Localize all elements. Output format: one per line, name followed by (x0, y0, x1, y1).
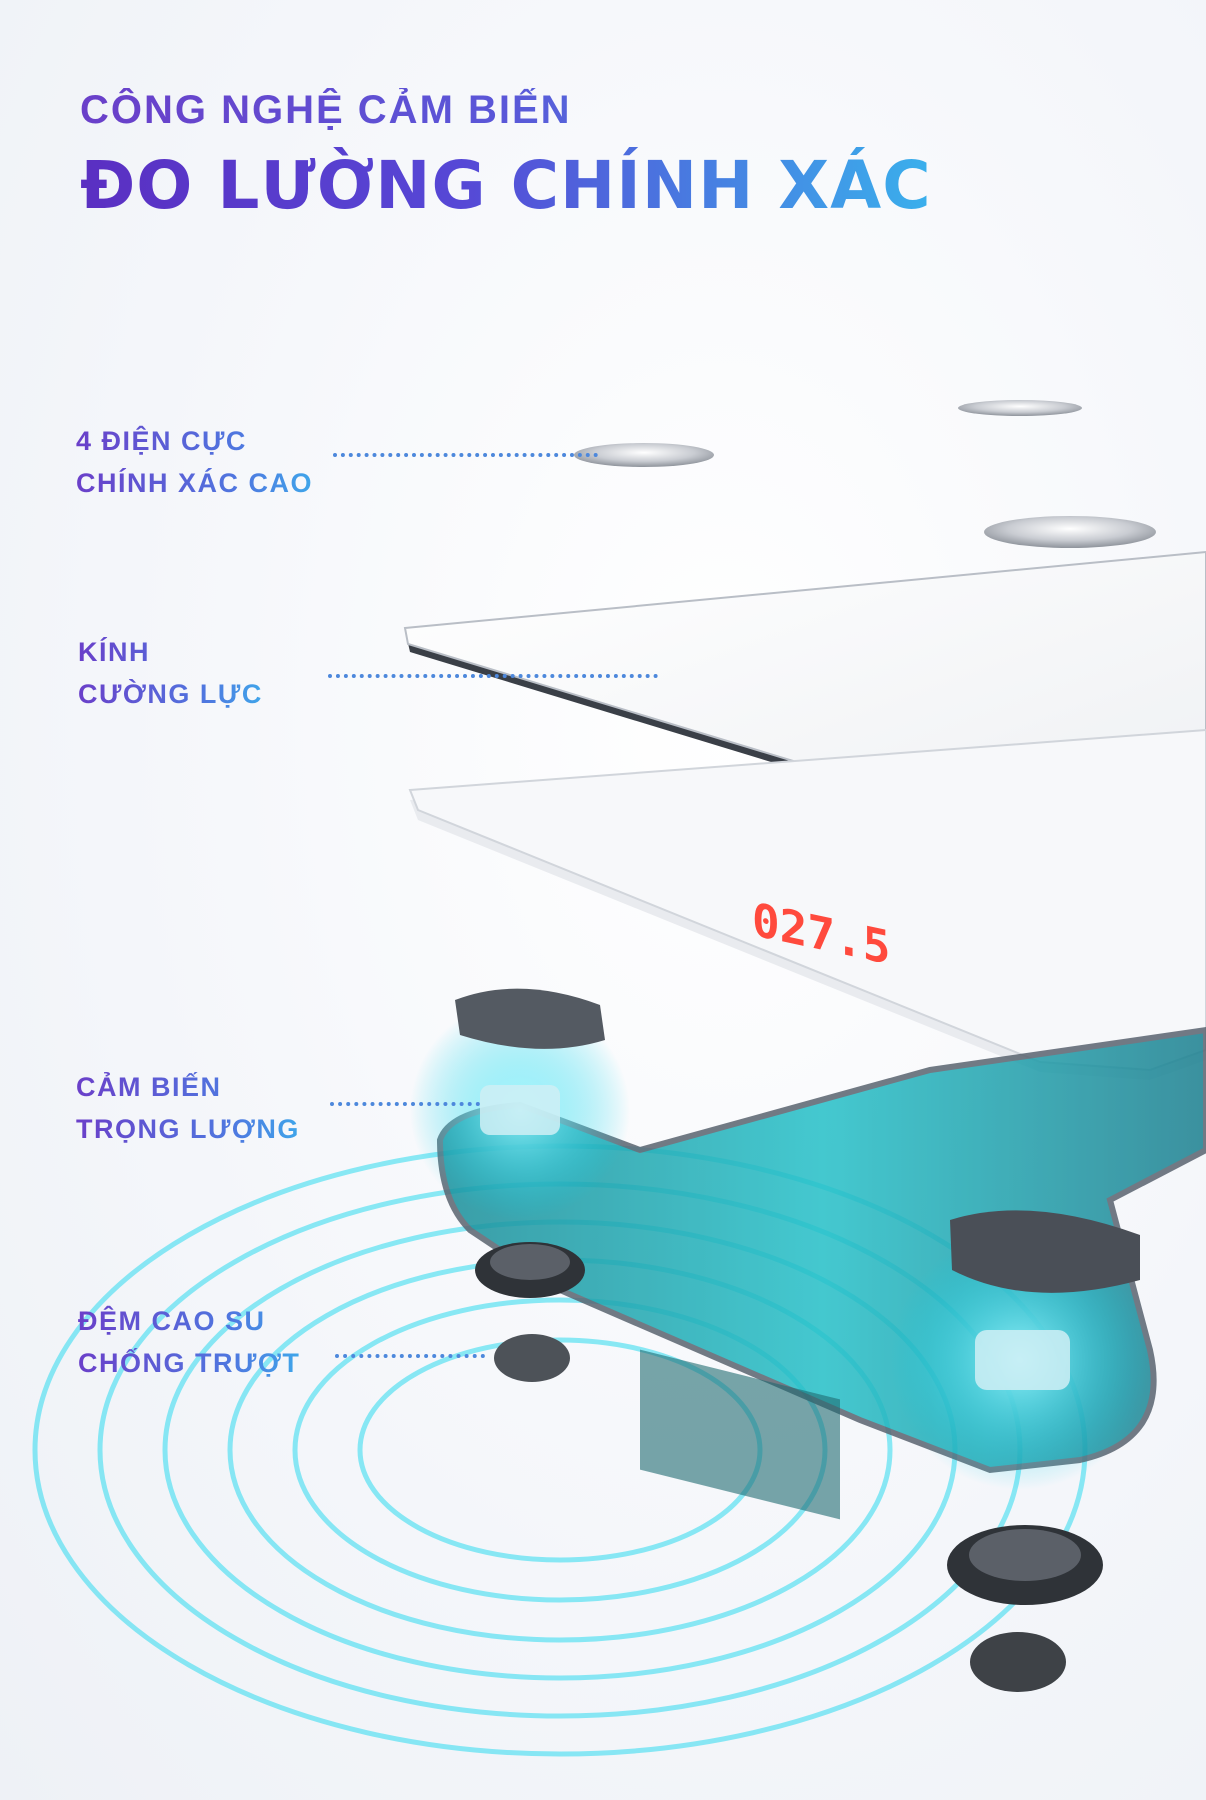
label-rubber-pads-line2: CHỐNG TRƯỢT (78, 1342, 300, 1384)
title: ĐO LƯỜNG CHÍNH XÁC (80, 147, 932, 224)
subtitle: CÔNG NGHỆ CẢM BIẾN (80, 88, 932, 133)
label-electrodes-line2: CHÍNH XÁC CAO (76, 462, 313, 504)
label-glass-line1: KÍNH (78, 631, 263, 673)
weight-sensors (410, 1000, 1150, 1490)
label-weight-sensor-line2: TRỌNG LƯỢNG (76, 1108, 300, 1150)
sensor-caps (455, 988, 1140, 1293)
label-electrodes: 4 ĐIỆN CỰC CHÍNH XÁC CAO (76, 420, 313, 504)
electrode-discs (574, 400, 1156, 548)
label-weight-sensor: CẢM BIẾN TRỌNG LƯỢNG (76, 1066, 300, 1150)
connector-rubber-pads (335, 1354, 485, 1358)
connector-glass (328, 674, 658, 678)
label-rubber-pads: ĐỆM CAO SU CHỐNG TRƯỢT (78, 1300, 300, 1384)
rubber-feet (475, 1242, 1103, 1692)
label-electrodes-line1: 4 ĐIỆN CỰC (76, 420, 313, 462)
label-glass-line2: CƯỜNG LỰC (78, 673, 263, 715)
label-weight-sensor-line1: CẢM BIẾN (76, 1066, 300, 1108)
label-rubber-pads-line1: ĐỆM CAO SU (78, 1300, 300, 1342)
label-glass: KÍNH CƯỜNG LỰC (78, 631, 263, 715)
hero-heading: CÔNG NGHỆ CẢM BIẾN ĐO LƯỜNG CHÍNH XÁC (80, 88, 932, 224)
connector-weight-sensor (330, 1102, 480, 1106)
connector-electrodes (333, 453, 598, 457)
